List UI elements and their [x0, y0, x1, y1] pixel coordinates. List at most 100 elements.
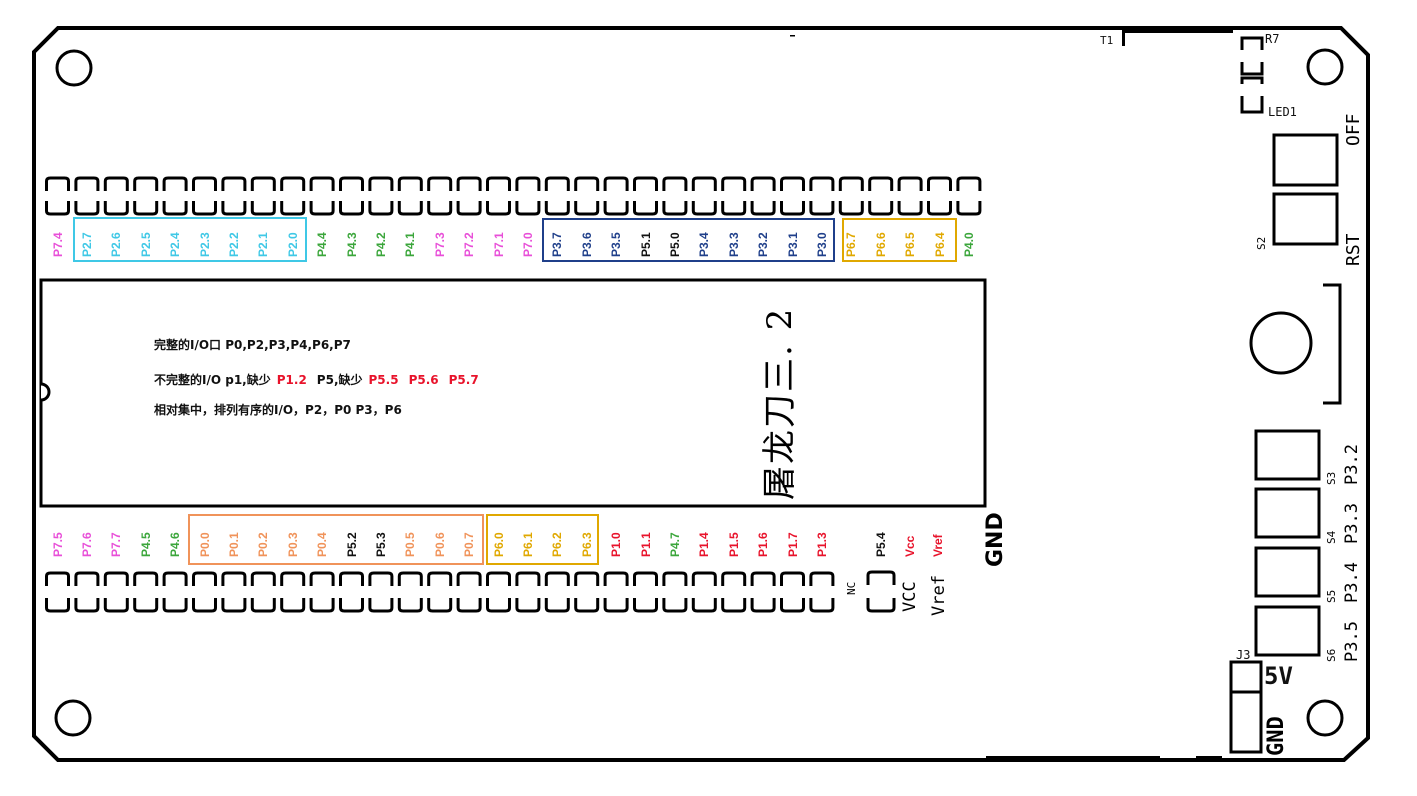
header-pad — [456, 176, 482, 216]
note-ordered-io: 相对集中，排列有序的I/O，P2，P0 P3，P6 — [154, 403, 402, 417]
note2-prefix: 不完整的I/O p1,缺少 — [154, 373, 271, 387]
pin-label-p1-5: P1.5 — [726, 532, 741, 557]
pin-label-p4-0: P4.0 — [961, 232, 976, 257]
header-pad — [192, 176, 217, 216]
header-pad — [309, 571, 335, 613]
switch-func-s6: P3.5 — [1342, 621, 1362, 662]
pin-label-p2-0: P2.0 — [285, 232, 300, 257]
pin-label-p4-3: P4.3 — [344, 232, 359, 257]
header-pad — [103, 176, 129, 216]
nc-silk: NC — [845, 581, 858, 595]
vref-silk: Vref — [929, 575, 949, 616]
header-pad — [662, 176, 688, 216]
header-pad — [133, 571, 159, 613]
header-pad — [45, 176, 70, 216]
header-pad — [750, 176, 776, 216]
s2-silk: S2 — [1255, 236, 1268, 250]
header-pad — [280, 571, 306, 613]
header-pad — [721, 571, 747, 613]
pin-label-p5-3: P5.3 — [373, 532, 388, 557]
header-pad — [162, 571, 188, 613]
note2-red2: P5.5 — [368, 373, 399, 387]
pin-label-p0-7: P0.7 — [462, 532, 477, 557]
note-complete-io: 完整的I/O口 P0,P2,P3,P4,P6,P7 — [154, 338, 351, 352]
r7-silk: R7 — [1265, 32, 1280, 46]
pin-label-p4-2: P4.2 — [373, 232, 388, 257]
buzzer-circle — [1249, 311, 1313, 375]
switch-s5 — [1254, 546, 1321, 598]
header-pad — [74, 176, 100, 216]
pin-label-p6-2: P6.2 — [550, 532, 565, 557]
pin-label-p7-6: P7.6 — [79, 532, 94, 557]
header-pad — [486, 571, 511, 613]
group-box-p0 — [188, 514, 484, 565]
pin-label-p5-2: P5.2 — [344, 532, 359, 557]
pin-label-p3-1: P3.1 — [785, 232, 800, 257]
header-pad — [368, 571, 394, 613]
header-pad — [221, 176, 247, 216]
pin-label-p3-2: P3.2 — [756, 232, 771, 257]
header-pad — [691, 571, 717, 613]
header-pad — [162, 176, 188, 216]
chip-body — [39, 278, 987, 508]
header-pad — [515, 176, 541, 216]
pin-label-p6-7: P6.7 — [844, 232, 859, 257]
header-pad — [45, 571, 70, 613]
header-pad — [133, 176, 159, 216]
pin-label-p0-2: P0.2 — [256, 532, 271, 557]
nc-pad — [866, 570, 896, 613]
bottom-edge-mark — [986, 756, 1160, 761]
pin-label-p4-5: P4.5 — [138, 532, 153, 557]
header-pad — [250, 571, 276, 613]
chip-title: 屠龙刀三. 2 — [760, 306, 800, 500]
group-box-p3 — [542, 218, 835, 262]
j3-gnd-silk: GND — [1264, 716, 1289, 756]
header-pad — [103, 571, 129, 613]
header-pad — [309, 176, 335, 216]
switch-s6 — [1254, 605, 1321, 657]
group-box-p2 — [73, 217, 307, 262]
header-pad — [574, 176, 600, 216]
header-pad — [544, 176, 570, 216]
pin-label-p4-7: P4.7 — [667, 532, 682, 557]
pin-label-p1-6: P1.6 — [756, 532, 771, 557]
header-pad — [603, 176, 629, 216]
pin-label-p2-6: P2.6 — [109, 232, 124, 257]
j3-connector — [1229, 660, 1263, 754]
header-pad — [397, 571, 423, 613]
chip-notch — [40, 382, 51, 402]
header-pad — [574, 571, 600, 613]
switch-s3 — [1254, 429, 1321, 481]
power-label-vcc: Vcc — [903, 535, 917, 557]
led1-silk: LED1 — [1268, 105, 1297, 119]
header-pad — [486, 176, 511, 216]
top-edge-mark — [1125, 30, 1233, 33]
pin-label-p6-4: P6.4 — [932, 232, 947, 257]
pin-label-p2-2: P2.2 — [226, 232, 241, 257]
pin-label-p5-0: P5.0 — [667, 232, 682, 257]
pin-label-p2-1: P2.1 — [256, 232, 271, 257]
header-pad — [868, 176, 894, 216]
switch-func-s4: P3.3 — [1342, 503, 1362, 544]
header-pad — [633, 176, 658, 216]
dash-mark — [790, 35, 795, 37]
t1-mark — [1122, 30, 1125, 46]
pin-label-p6-0: P6.0 — [491, 532, 506, 557]
pin-label-p1-3: P1.3 — [814, 532, 829, 557]
top-pin-header — [45, 176, 982, 216]
mounting-hole-bl — [54, 699, 92, 737]
pin-label-p1-4: P1.4 — [697, 532, 712, 557]
rst-switch — [1272, 192, 1339, 246]
pin-label-p5-1: P5.1 — [638, 232, 653, 257]
header-pad — [780, 176, 805, 216]
pin-label-p6-3: P6.3 — [579, 532, 594, 557]
pin-label-p1-0: P1.0 — [609, 532, 624, 557]
five-v-silk: 5V — [1264, 662, 1293, 690]
header-pad — [780, 571, 805, 613]
note2-red1: P1.2 — [276, 373, 307, 387]
note2-mid: P5,缺少 — [316, 373, 363, 387]
power-label-vref: Vref — [931, 534, 945, 557]
header-pad — [662, 571, 688, 613]
header-pad — [368, 176, 394, 216]
